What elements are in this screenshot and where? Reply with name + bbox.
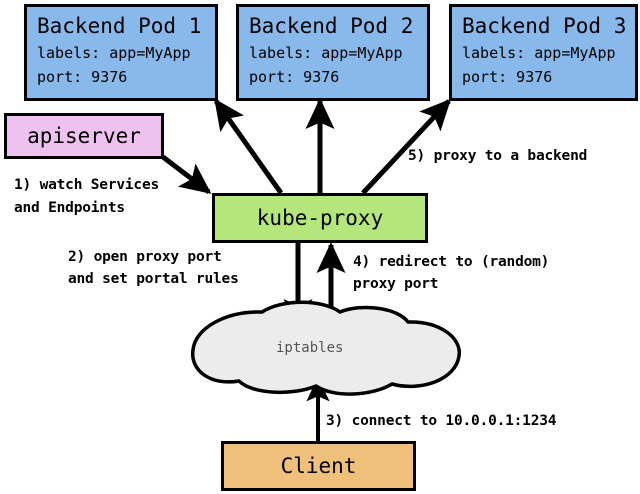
annotation-step-4-line-1: 4) redirect to (random): [353, 254, 550, 270]
annotation-step-1-line-2: and Endpoints: [14, 200, 125, 216]
apiserver-label: apiserver: [27, 124, 141, 148]
annotation-step-5: 5) proxy to a backend: [408, 148, 588, 164]
pod-port: port: 9376: [37, 68, 128, 86]
iptables-label: iptables: [276, 340, 344, 356]
backend-pod-1: Backend Pod 1 labels: app=MyApp port: 93…: [24, 4, 218, 101]
edge-apiserver-to-kubeproxy: [161, 155, 212, 194]
backend-pod-2: Backend Pod 2 labels: app=MyApp port: 93…: [236, 4, 430, 101]
annotation-step-1-line-1: 1) watch Services: [14, 177, 160, 193]
pod-labels: labels: app=MyApp: [249, 44, 403, 62]
pod-title: Backend Pod 3: [462, 14, 627, 38]
kube-proxy-label: kube-proxy: [256, 206, 384, 230]
pod-labels: labels: app=MyApp: [462, 44, 616, 62]
pod-title: Backend Pod 2: [249, 14, 414, 38]
client-label: Client: [280, 454, 357, 478]
apiserver-node: apiserver: [4, 113, 164, 159]
kube-proxy-node: kube-proxy: [212, 193, 428, 243]
backend-pod-3: Backend Pod 3 labels: app=MyApp port: 93…: [449, 4, 638, 101]
pod-labels: labels: app=MyApp: [37, 44, 191, 62]
annotation-step-3: 3) connect to 10.0.0.1:1234: [326, 413, 557, 429]
annotation-step-2-line-2: and set portal rules: [68, 271, 239, 287]
annotation-step-4-line-2: proxy port: [353, 276, 439, 292]
pod-title: Backend Pod 1: [37, 14, 202, 38]
pod-port: port: 9376: [462, 68, 553, 86]
pod-port: port: 9376: [249, 68, 340, 86]
client-node: Client: [221, 441, 416, 491]
edge-kubeproxy-to-pod1: [213, 98, 284, 195]
annotation-step-2-line-1: 2) open proxy port: [68, 249, 222, 265]
